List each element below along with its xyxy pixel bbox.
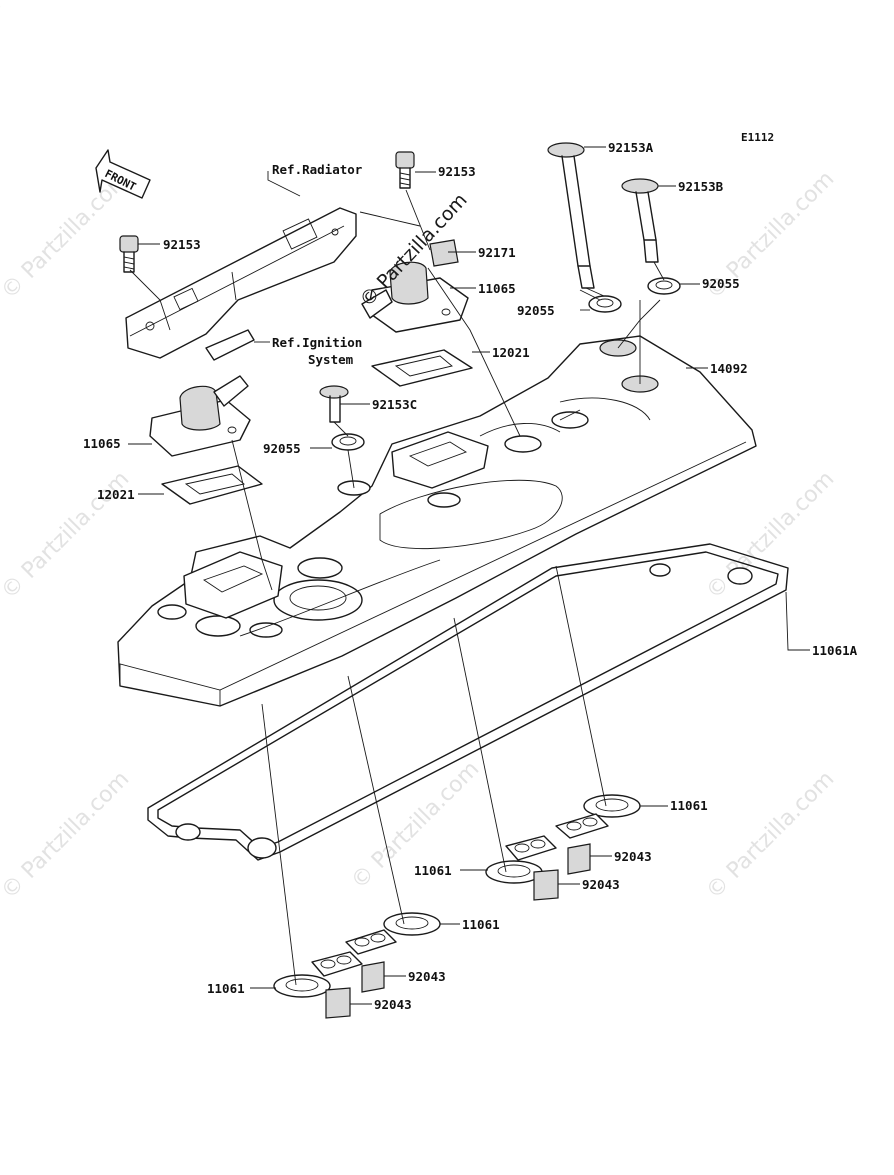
- washer-92055-left: [331, 433, 365, 451]
- callout-11065: 11065: [83, 436, 121, 451]
- watermark: © Partzilla.com: [702, 767, 840, 905]
- callout-92043: 92043: [582, 877, 620, 892]
- callout-92153B: 92153B: [678, 179, 724, 194]
- callout-11061: 11061: [207, 981, 245, 996]
- callout-ref-ignition: Ref.Ignition: [272, 335, 362, 350]
- radiator-bracket: [125, 207, 357, 361]
- callout-11061: 11061: [670, 798, 708, 813]
- callout-12021: 12021: [97, 487, 135, 502]
- callout-11061A: 11061A: [812, 643, 858, 658]
- callout-92153: 92153: [438, 164, 476, 179]
- cylinder-head-cover-14092: [117, 335, 757, 707]
- callout-92171: 92171: [478, 245, 516, 260]
- gasket-12021-right: [371, 349, 473, 387]
- callout-12021: 12021: [492, 345, 530, 360]
- callout-92055: 92055: [702, 276, 740, 291]
- callout-14092: 14092: [710, 361, 748, 376]
- clamp-92171: [429, 239, 459, 267]
- plug-gaskets-left: [273, 912, 441, 1019]
- callout-ref-radiator: Ref.Radiator: [272, 162, 363, 177]
- bolt-92153C: [319, 385, 349, 423]
- washer-92055-right: [647, 277, 681, 295]
- callout-92055: 92055: [517, 303, 555, 318]
- bolt-92153A: [547, 142, 595, 289]
- callout-92043: 92043: [408, 969, 446, 984]
- callout-92055: 92055: [263, 441, 301, 456]
- callout-11065: 11065: [478, 281, 516, 296]
- watermark: © Partzilla.com: [0, 167, 134, 305]
- gasket-12021-left: [161, 465, 263, 505]
- callout-92043: 92043: [614, 849, 652, 864]
- washer-92055-mid: [588, 295, 622, 313]
- leader-lines: [128, 146, 810, 1005]
- bolt-92153-left: [119, 235, 139, 273]
- callout-ref-ignition-system: System: [308, 352, 354, 367]
- callout-11061: 11061: [414, 863, 452, 878]
- cover-gasket-11061A: [147, 543, 789, 861]
- callout-92153A: 92153A: [608, 140, 654, 155]
- callout-11061: 11061: [462, 917, 500, 932]
- diagram-code: E1112: [741, 131, 774, 144]
- housing-11065-right: [361, 261, 469, 333]
- bolt-92153B: [621, 178, 659, 263]
- callout-labels: Ref.Radiator 92153 92153 92153A 92153B 9…: [83, 140, 858, 1012]
- callout-92153C: 92153C: [372, 397, 417, 412]
- watermark: © Partzilla.com: [0, 0, 114, 24]
- watermark: © Partzilla.com: [0, 767, 134, 905]
- watermark: © Partzilla.com: [702, 467, 840, 605]
- callout-92043: 92043: [374, 997, 412, 1012]
- housing-11065-left: [149, 375, 251, 457]
- callout-92153: 92153: [163, 237, 201, 252]
- plug-gaskets-right: [485, 794, 641, 901]
- bolt-92153-top: [395, 151, 415, 189]
